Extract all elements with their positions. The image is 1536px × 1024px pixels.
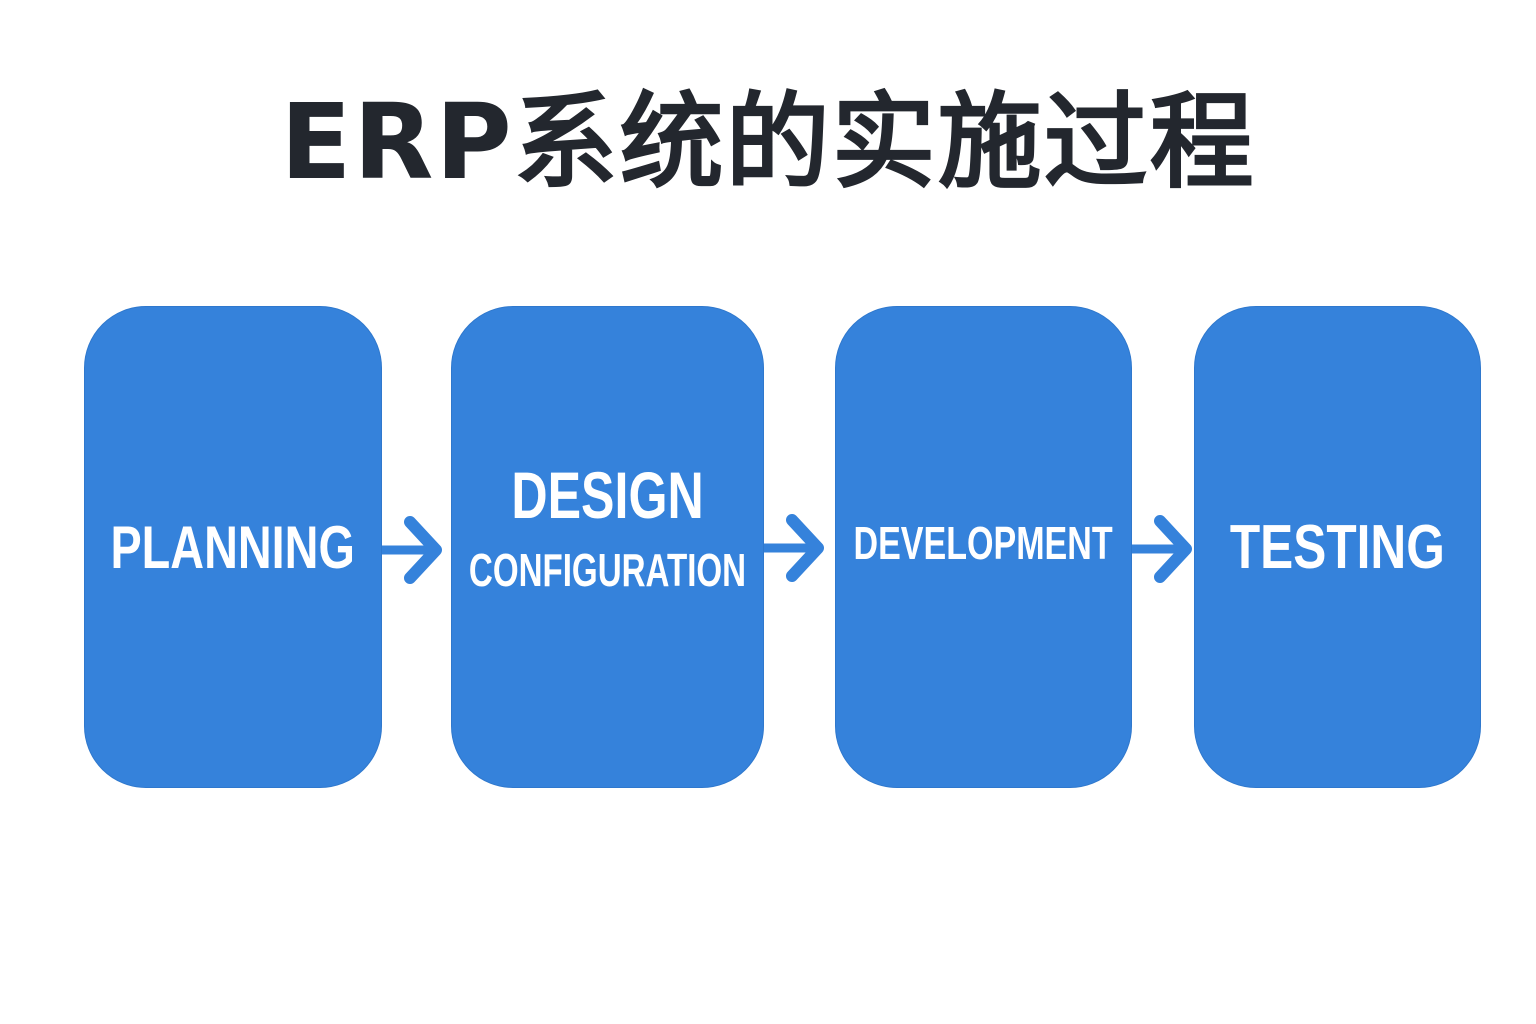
arrow-right-icon: [1132, 511, 1194, 587]
step-label: DEVELOPMENT: [853, 517, 1114, 569]
arrow-right-icon: [764, 510, 826, 586]
step-label: TESTING: [1230, 512, 1445, 582]
step-design-configuration: DESIGN CONFIGURATION: [451, 306, 764, 788]
step-sublabel: CONFIGURATION: [468, 544, 747, 596]
arrow-right-icon: [382, 512, 444, 588]
step-planning: PLANNING: [84, 306, 382, 788]
step-label: DESIGN: [511, 458, 704, 532]
step-testing: TESTING: [1194, 306, 1481, 788]
step-label: PLANNING: [110, 513, 356, 581]
step-development: DEVELOPMENT: [835, 306, 1132, 788]
diagram-title: ERP系统的实施过程: [280, 81, 1256, 203]
